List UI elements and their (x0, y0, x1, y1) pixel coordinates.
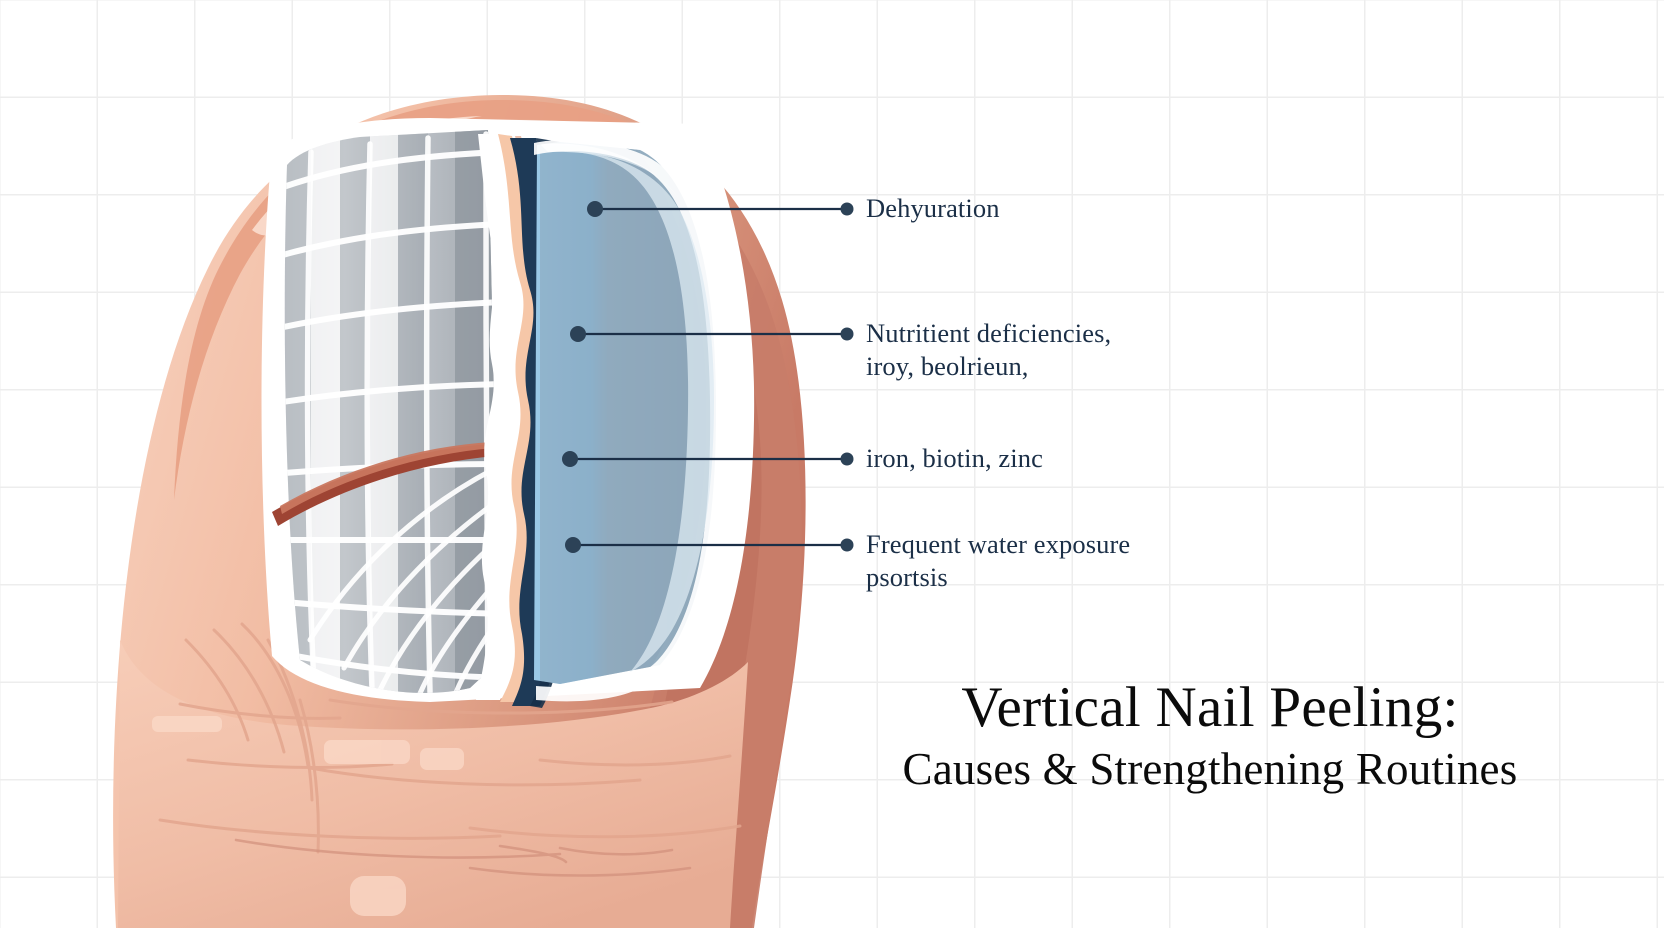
leader-dot-1 (570, 326, 586, 342)
callout-leaders (570, 207, 845, 547)
callout-dots (562, 201, 603, 553)
page-subtitle: Causes & Strengthening Routines (902, 744, 1518, 794)
leader-endpoint-3 (840, 538, 854, 552)
leader-endpoint-2 (840, 452, 854, 466)
leader-dot-3 (565, 537, 581, 553)
callout-label-nutrient-deficiencies: Nutritient deficiencies, iroy, beolrieun… (866, 318, 1112, 381)
page-title: Vertical Nail Peeling: (961, 676, 1459, 739)
nail-lesion (272, 442, 496, 526)
nail-fold-white-edge (476, 134, 522, 700)
nail-vertical-splits (304, 131, 491, 693)
callout-label-water-exposure: Frequent water exposure psortsis (866, 529, 1131, 592)
nail-lamellae (284, 149, 500, 681)
callout-endpoint-dots (840, 202, 854, 552)
leader-dot-2 (562, 451, 578, 467)
title-block: Vertical Nail Peeling: Causes & Strength… (840, 676, 1580, 798)
nail-fan-lines (307, 467, 500, 693)
leader-dot-0 (587, 201, 603, 217)
leader-endpoint-0 (840, 202, 854, 216)
callout-label-dehydration: Dehyuration (866, 193, 1000, 223)
leader-endpoint-1 (840, 327, 854, 341)
callout-label-minerals: iron, biotin, zinc (866, 443, 1043, 473)
